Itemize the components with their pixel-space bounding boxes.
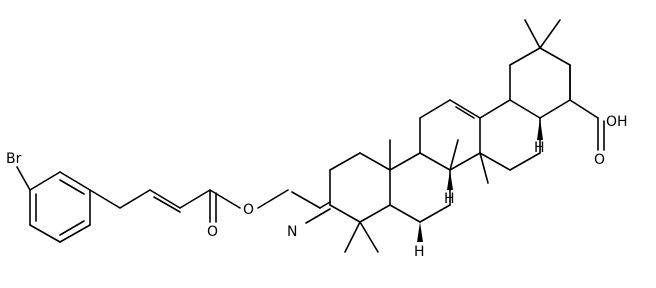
- ester-carbonyl-oxygen-label: O: [207, 224, 218, 240]
- c18-h-label: H: [534, 140, 545, 156]
- c14-methyl: [479, 152, 489, 184]
- bond-lines: [16, 19, 605, 253]
- bromophenyl-ring: [29, 171, 91, 243]
- oxime-oxygen-label: O: [243, 202, 254, 218]
- bromine-label: Br: [6, 151, 22, 167]
- c12-c13-double-bond: [455, 106, 475, 119]
- acid-hydroxyl-label: OH: [606, 114, 628, 130]
- atom-labels: Br O N O OH O H H H: [6, 114, 628, 260]
- c8-methyl: [449, 139, 459, 171]
- oxime-linkage: [257, 189, 331, 224]
- ring-b: [389, 152, 451, 223]
- oxime-nitrogen-label: N: [287, 224, 297, 240]
- c4-methyl-a: [344, 221, 361, 253]
- c20-methyl-a: [524, 19, 541, 49]
- acid-carbonyl-oxygen-label: O: [594, 152, 605, 168]
- c9-h-label: H: [444, 191, 455, 207]
- c20-methyl-b: [539, 19, 561, 49]
- c5-h-label: H: [414, 244, 425, 260]
- ring-a: [329, 152, 391, 223]
- c5-h-wedge: [417, 222, 423, 242]
- ring-c: [419, 99, 481, 171]
- ring-d: [479, 99, 541, 171]
- c4-methyl-b: [359, 221, 379, 253]
- carboxylic-acid: [569, 64, 605, 151]
- stereo-wedges: [417, 118, 543, 242]
- ring-e: [509, 47, 571, 119]
- cinnamoyl-chain: [89, 189, 241, 223]
- c18-h-wedge: [537, 118, 543, 140]
- c-br-bond: [16, 166, 31, 191]
- c9-h-wedge: [447, 170, 453, 190]
